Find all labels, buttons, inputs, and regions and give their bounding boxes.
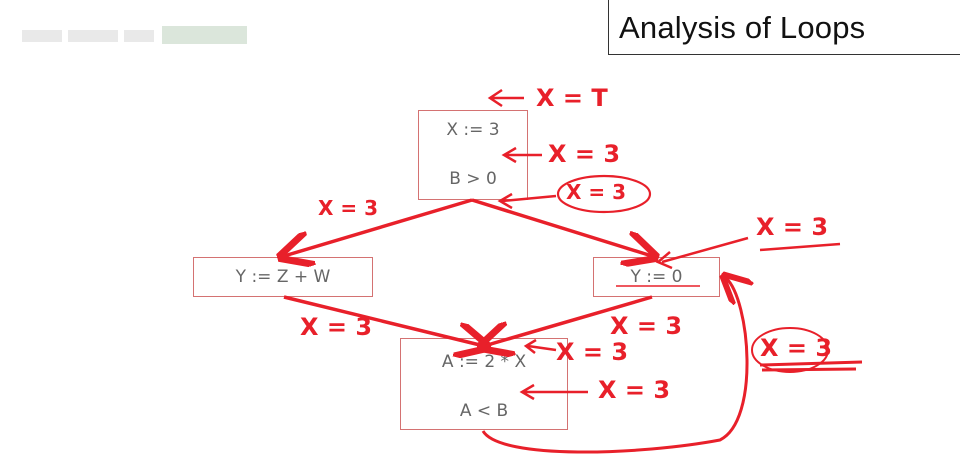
underline-far-right xyxy=(759,360,863,372)
annotation-right-in: X = 3 xyxy=(756,213,829,241)
annotation-loop-in: X = 3 xyxy=(556,338,629,366)
annotation-right-out: X = 3 xyxy=(610,312,683,340)
circle-entry-out xyxy=(556,174,652,214)
annotation-loop-mid: X = 3 xyxy=(598,376,671,404)
edge-right-to-loop xyxy=(484,295,653,346)
edge-left-to-loop xyxy=(283,295,484,346)
edge-loop-back xyxy=(481,278,747,454)
annotation-left-out: X = 3 xyxy=(300,313,373,341)
node-entry-line2: B > 0 xyxy=(449,169,497,189)
annotation-top: X = T xyxy=(536,84,608,112)
underline-right-in xyxy=(759,242,841,252)
pointer-top xyxy=(487,88,524,108)
node-entry-line1: X := 3 xyxy=(446,120,500,140)
pointer-entry-mid xyxy=(501,146,542,164)
annotation-entry-out: X = 3 xyxy=(566,180,627,204)
pointer-right-in xyxy=(655,236,749,270)
edge-entry-to-left xyxy=(284,198,473,256)
edge-entry-to-right xyxy=(471,198,652,256)
pointer-loop-mid xyxy=(519,383,588,401)
node-entry: X := 3 B > 0 xyxy=(418,110,528,200)
title-box: Analysis of Loops xyxy=(608,0,960,55)
annotation-entry-mid: X = 3 xyxy=(548,140,621,168)
node-loop-line2: A < B xyxy=(459,401,509,421)
slide-title: Analysis of Loops xyxy=(619,10,866,45)
node-left: Y := Z + W xyxy=(193,257,373,297)
watermark-logo xyxy=(22,26,247,44)
annotation-left-edge: X = 3 xyxy=(318,196,379,220)
node-left-line1: Y := Z + W xyxy=(235,267,331,287)
pointer-loop-in xyxy=(523,338,557,354)
circle-far-right xyxy=(751,327,829,373)
node-right-line1: Y := 0 xyxy=(630,267,683,287)
pointer-entry-out xyxy=(497,192,557,210)
annotation-far-right: X = 3 xyxy=(760,334,833,362)
